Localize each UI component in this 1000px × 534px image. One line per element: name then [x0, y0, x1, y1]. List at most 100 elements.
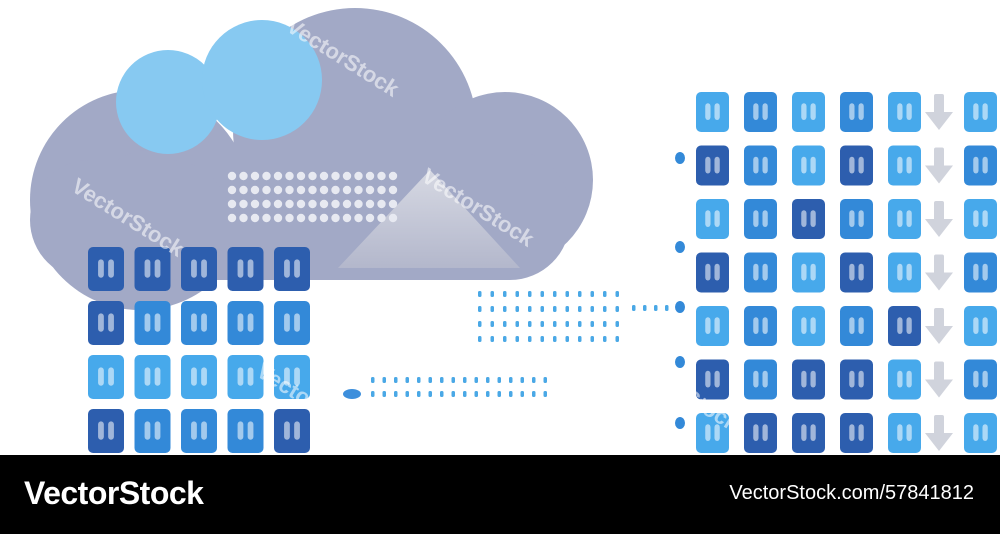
stream-dot: [509, 377, 513, 383]
stream-dot: [515, 321, 519, 327]
data-tile: [840, 252, 873, 293]
stream-dot: [417, 391, 421, 397]
stream-dot: [578, 321, 582, 327]
data-tile: [744, 413, 777, 453]
connector-dot: [675, 152, 685, 164]
stream-dot: [643, 305, 647, 311]
data-tile: [964, 92, 997, 132]
stream-dot: [451, 377, 455, 383]
data-tile: [274, 355, 310, 399]
data-tile: [181, 409, 217, 453]
stream-dot: [578, 336, 582, 342]
stream-dot: [497, 377, 501, 383]
data-tile: [744, 306, 777, 346]
data-tile: [888, 306, 921, 346]
cloud-dot: [365, 171, 375, 181]
data-tile: [696, 145, 729, 186]
cloud-dot: [331, 185, 340, 195]
cloud-dot: [262, 199, 271, 209]
cloud-dot: [285, 213, 294, 223]
stream-dot: [440, 391, 444, 397]
brand-logo-text: VectorStock: [24, 475, 204, 511]
data-tile: [964, 359, 997, 400]
cloud-dot: [285, 185, 294, 195]
data-tile: [274, 409, 310, 453]
data-tile: [744, 359, 777, 400]
cloud-dot: [308, 199, 317, 209]
stream-dot: [478, 291, 482, 297]
data-tile: [88, 355, 124, 399]
cloud-dot: [308, 171, 317, 181]
cloud-dot: [239, 213, 248, 223]
data-tile: [181, 301, 217, 345]
stream-dot: [590, 291, 594, 297]
data-tile: [134, 247, 171, 291]
data-tile: [888, 359, 921, 400]
stream-dot: [503, 336, 507, 342]
data-tile: [840, 306, 873, 346]
stream-dot: [515, 336, 519, 342]
stream-dot: [509, 391, 513, 397]
cloud-dot: [250, 213, 260, 223]
cloud-dot: [342, 213, 352, 223]
data-tile: [744, 145, 777, 186]
data-tile: [888, 92, 921, 132]
cloud-dot: [342, 199, 352, 209]
cloud-dot: [273, 213, 283, 223]
data-tile: [227, 247, 264, 291]
stream-dot: [474, 391, 478, 397]
data-tile: [888, 145, 921, 186]
data-tile: [792, 359, 825, 400]
down-arrow-icon: [925, 415, 953, 451]
cloud-dot: [308, 185, 317, 195]
stream-dot: [553, 321, 557, 327]
footer-bar: VectorStock VectorStock.com/57841812: [0, 455, 1000, 534]
cloud-dot: [377, 213, 386, 223]
stream-dot: [451, 391, 455, 397]
cloud-dot: [285, 171, 294, 181]
cloud-dot: [262, 213, 271, 223]
data-stream-upper: [478, 291, 669, 342]
cloud-dot: [227, 185, 237, 195]
cloud-dot: [319, 199, 329, 209]
stream-dot: [474, 377, 478, 383]
cloud-dot: [250, 185, 260, 195]
stream-dot: [615, 321, 619, 327]
down-arrow-icon: [925, 254, 953, 291]
cloud-dot: [319, 185, 329, 195]
stream-dot: [590, 336, 594, 342]
stream-dot: [503, 321, 507, 327]
data-tile: [792, 252, 825, 293]
stream-dot: [486, 391, 490, 397]
cloud-dot: [296, 199, 306, 209]
stream-dot: [382, 391, 386, 397]
stream-dot: [428, 377, 432, 383]
data-tile: [696, 413, 729, 453]
stream-dot: [478, 336, 482, 342]
stream-dot: [394, 377, 398, 383]
cloud-dot: [377, 171, 386, 181]
data-tile: [274, 301, 310, 345]
stream-dot: [603, 321, 607, 327]
stream-dot: [503, 291, 507, 297]
cloud-dot: [239, 199, 248, 209]
cloud-dot: [331, 213, 340, 223]
down-arrow-icon: [925, 201, 953, 237]
data-stream-lower: [371, 377, 547, 397]
stream-dot: [515, 291, 519, 297]
stream-dot: [540, 291, 544, 297]
data-tile: [840, 359, 873, 400]
stream-dot: [394, 391, 398, 397]
connector-dot: [675, 356, 685, 368]
stream-dot: [578, 306, 582, 312]
stream-dot: [497, 391, 501, 397]
data-tile: [744, 252, 777, 293]
cloud-dot: [388, 171, 398, 181]
cloud-dot: [296, 213, 306, 223]
connector-dot: [675, 417, 685, 429]
cloud-dot: [365, 185, 375, 195]
stream-dot: [615, 306, 619, 312]
stream-dot: [543, 391, 547, 397]
data-tile: [792, 199, 825, 239]
